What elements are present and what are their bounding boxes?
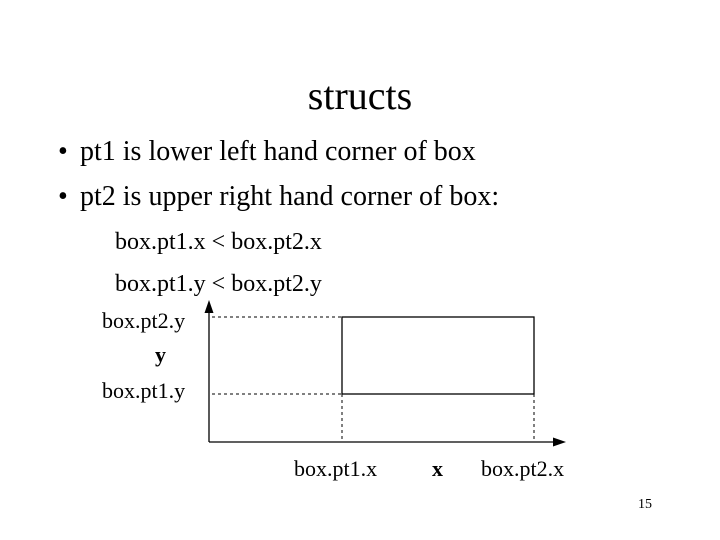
label-box-pt2-x: box.pt2.x	[481, 456, 565, 481]
bullet-text-2: pt2 is upper right hand corner of box:	[80, 181, 500, 212]
box-rectangle	[341, 316, 535, 395]
slide-title: structs	[0, 72, 720, 120]
slide-title-text: structs	[307, 73, 413, 118]
label-y-axis: y	[155, 342, 166, 367]
bullet-item-2: • pt2 is upper right hand corner of box:	[58, 180, 499, 214]
bullet-dot: •	[58, 136, 68, 167]
y-axis-arrow	[204, 300, 214, 313]
x-axis-arrow	[553, 437, 566, 447]
sub-line-2: box.pt1.y < box.pt2.y	[115, 271, 322, 297]
sub-line-1: box.pt1.x < box.pt2.x	[115, 229, 322, 255]
label-box-pt2-y: box.pt2.y	[102, 308, 186, 333]
bullet-dot: •	[58, 181, 68, 212]
label-x-axis: x	[432, 456, 443, 481]
label-box-pt1-x: box.pt1.x	[294, 456, 378, 481]
bullet-item-1: • pt1 is lower left hand corner of box	[58, 135, 476, 169]
page-number: 15	[638, 497, 652, 512]
bullet-text-1: pt1 is lower left hand corner of box	[80, 136, 476, 167]
label-box-pt1-y: box.pt1.y	[102, 378, 186, 403]
